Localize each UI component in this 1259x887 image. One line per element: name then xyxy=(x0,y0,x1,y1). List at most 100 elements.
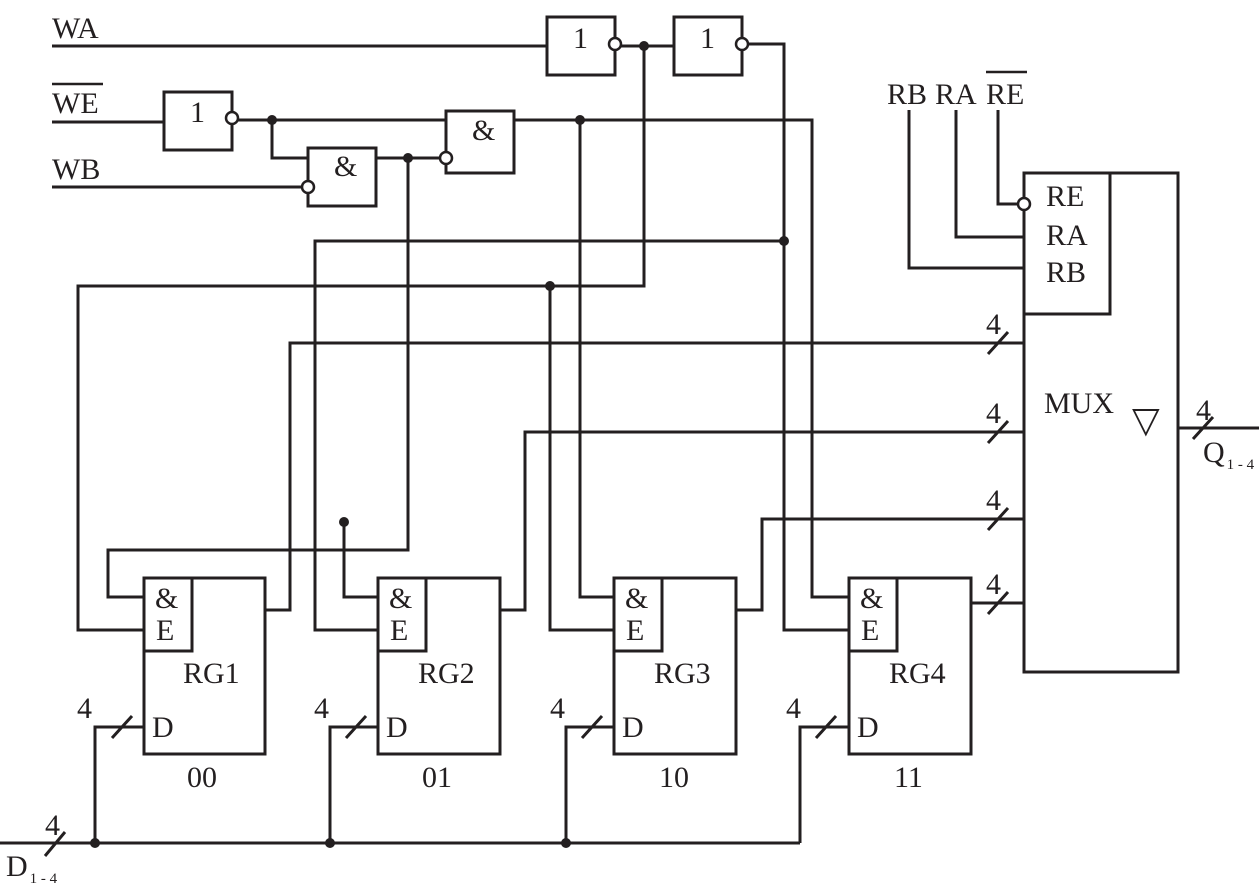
register-and-label: & xyxy=(860,582,883,615)
register-rg2: & E RG2 D 01 4 xyxy=(314,576,502,794)
gate-label: & xyxy=(472,114,495,147)
and-we-gate: & xyxy=(438,109,516,175)
register-data-label: D xyxy=(857,711,879,744)
junction-dots xyxy=(90,41,789,848)
wa-label: WA xyxy=(52,12,99,45)
register-bus-width: 4 xyxy=(786,692,801,725)
inverter-wa1-gate: 1 xyxy=(545,15,623,77)
re-control-line xyxy=(996,110,1018,206)
register-rg1: & E RG1 D 00 4 xyxy=(77,576,267,794)
wb-label: WB xyxy=(52,153,100,186)
inversion-bubble xyxy=(224,110,240,126)
rb-label: RB xyxy=(887,78,927,111)
we-not-to-and-wb-line xyxy=(270,120,308,160)
mux-in1-slash xyxy=(986,330,1010,356)
and-wb-to-rg1-rg2-line xyxy=(106,158,410,599)
register-enable-label: E xyxy=(861,614,879,647)
wa-not1-to-rg3-e-line xyxy=(548,286,614,632)
gate-label: 1 xyxy=(190,96,205,129)
and-we-to-rg3-rg4-line xyxy=(514,118,849,599)
ra-label: RA xyxy=(935,78,977,111)
rg1-to-mux-line xyxy=(265,341,1024,612)
mux-input-width: 4 xyxy=(986,568,1001,601)
data-bus-width: 4 xyxy=(45,809,60,842)
mux-control-rb: RB xyxy=(1046,256,1086,289)
wa-not1-to-rg1-rg3-line xyxy=(76,46,646,632)
register-bus-width: 4 xyxy=(550,692,565,725)
inversion-bubble xyxy=(438,150,454,166)
junction-dot xyxy=(325,838,335,848)
inversion-bubble xyxy=(734,36,750,52)
inversion-bubble xyxy=(1016,196,1032,212)
mux-control-ra: RA xyxy=(1046,219,1088,252)
we-label: WE xyxy=(52,87,99,120)
gate-label: 1 xyxy=(573,22,588,55)
register-address: 00 xyxy=(187,761,217,794)
mux-in2-slash xyxy=(986,419,1010,445)
tristate-output-icon: ▽ xyxy=(1132,400,1160,440)
ra-control-line xyxy=(954,110,1024,239)
and-wb-gate: & xyxy=(300,146,378,208)
mux-output-width: 4 xyxy=(1196,394,1211,427)
and-we-to-rg3-line xyxy=(578,120,614,599)
multiplexer: RE RA RB MUX ▽ 4 4 4 4 4 xyxy=(986,171,1211,674)
junction-dot xyxy=(403,153,413,163)
junction-dot xyxy=(639,41,649,51)
rg2-d-slash xyxy=(344,714,368,740)
data-bus-slash xyxy=(43,831,67,857)
register-address: 01 xyxy=(422,761,452,794)
wa-not2-to-rg2-e-line xyxy=(313,239,784,632)
register-enable-label: E xyxy=(626,614,644,647)
rb-control-line xyxy=(907,110,1024,270)
register-name: RG2 xyxy=(418,657,475,690)
junction-dot xyxy=(779,236,789,246)
junction-dot xyxy=(561,838,571,848)
rg3-d-line xyxy=(564,725,614,843)
junction-dot xyxy=(575,115,585,125)
output-subscript: 1 - 4 xyxy=(1227,457,1255,473)
register-rg4: & E RG4 D 11 4 xyxy=(786,576,973,794)
mux-title: MUX xyxy=(1044,387,1114,420)
register-name: RG4 xyxy=(889,657,946,690)
register-and-label: & xyxy=(625,582,648,615)
inverter-wa2-gate: 1 xyxy=(672,15,750,77)
gate-label: 1 xyxy=(700,22,715,55)
rg1-d-line xyxy=(93,725,144,843)
mux-in4-slash xyxy=(986,590,1010,616)
rg2-to-mux-line xyxy=(500,430,1024,612)
rg2-d-line xyxy=(328,725,378,843)
register-address: 11 xyxy=(894,761,923,794)
mux-input-width: 4 xyxy=(986,397,1001,430)
register-bus-width: 4 xyxy=(314,692,329,725)
re-label: RE xyxy=(986,78,1024,111)
output-name: Q xyxy=(1203,436,1225,469)
inversion-bubble xyxy=(607,36,623,52)
register-and-label: & xyxy=(155,582,178,615)
inverter-we-gate: 1 xyxy=(162,90,240,152)
register-name: RG3 xyxy=(654,657,711,690)
register-bus-width: 4 xyxy=(77,692,92,725)
gate-label: & xyxy=(334,150,357,183)
mux-input-width: 4 xyxy=(986,484,1001,517)
register-data-label: D xyxy=(622,711,644,744)
register-enable-label: E xyxy=(156,614,174,647)
junction-dot xyxy=(339,517,349,527)
rg3-d-slash xyxy=(580,714,604,740)
mux-control-re: RE xyxy=(1046,180,1084,213)
and-wb-to-rg2-line xyxy=(342,522,378,599)
rg3-to-mux-line xyxy=(736,517,1024,612)
register-and-label: & xyxy=(389,582,412,615)
junction-dot xyxy=(545,281,555,291)
rg4-d-line xyxy=(798,725,849,843)
register-data-label: D xyxy=(152,711,174,744)
junction-dot xyxy=(267,115,277,125)
register-address: 10 xyxy=(659,761,689,794)
mux-out-slash xyxy=(1191,415,1215,441)
data-bus-subscript: 1 - 4 xyxy=(30,871,58,887)
data-bus-name: D xyxy=(6,850,28,883)
junction-dot xyxy=(90,838,100,848)
rg4-d-slash xyxy=(814,714,838,740)
